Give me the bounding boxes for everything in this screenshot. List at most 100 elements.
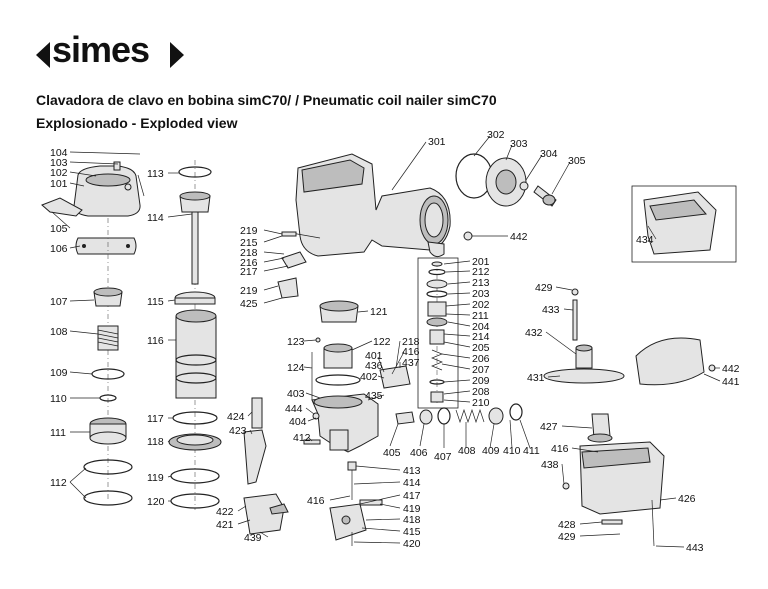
side-cover xyxy=(243,493,289,535)
callout-429-bottom: 429 xyxy=(558,531,576,543)
callout-109: 109 xyxy=(50,367,68,379)
callout-201: 201 xyxy=(472,256,490,268)
callout-209: 209 xyxy=(472,375,490,387)
callout-204: 204 xyxy=(472,321,490,333)
callout-104: 104 xyxy=(50,147,68,159)
callout-120: 120 xyxy=(147,496,165,508)
callout-438: 438 xyxy=(541,459,559,471)
callout-439: 439 xyxy=(244,532,262,544)
spring-408-icon xyxy=(455,408,485,424)
simes-logo xyxy=(36,42,184,68)
page-title: Clavadora de clavo en bobina simC70/ / P… xyxy=(36,92,497,108)
callout-112: 112 xyxy=(50,477,67,489)
callout-211: 211 xyxy=(472,310,489,322)
callout-216: 216 xyxy=(240,257,258,269)
callout-416-right: 416 xyxy=(551,443,569,455)
callout-212: 212 xyxy=(472,266,490,278)
callout-426: 426 xyxy=(678,493,696,505)
callout-219-bottom: 219 xyxy=(240,285,258,297)
spring-108-icon xyxy=(97,329,119,347)
callout-406: 406 xyxy=(410,447,428,459)
callout-206: 206 xyxy=(472,353,490,365)
nose-assembly xyxy=(243,365,411,485)
callout-407: 407 xyxy=(434,451,452,463)
callout-432: 432 xyxy=(525,327,543,339)
callout-419: 419 xyxy=(403,503,421,515)
callout-429-top: 429 xyxy=(535,282,553,294)
callout-422: 422 xyxy=(216,506,234,518)
magazine xyxy=(562,441,665,547)
callout-110: 110 xyxy=(50,393,67,405)
callout-121: 121 xyxy=(370,306,388,318)
callout-303: 303 xyxy=(510,138,528,150)
callout-304: 304 xyxy=(540,148,558,160)
callout-434: 434 xyxy=(636,234,654,246)
callout-122: 122 xyxy=(373,336,391,348)
callout-111: 111 xyxy=(50,427,66,439)
callout-409: 409 xyxy=(482,445,500,457)
callout-416-low: 416 xyxy=(307,495,325,507)
callout-305: 305 xyxy=(568,155,586,167)
callout-433: 433 xyxy=(542,304,560,316)
trigger-parts xyxy=(277,231,321,299)
callout-423: 423 xyxy=(229,425,247,437)
callout-215: 215 xyxy=(240,237,258,249)
callout-208: 208 xyxy=(472,386,490,398)
callout-405: 405 xyxy=(383,447,401,459)
callout-119: 119 xyxy=(147,472,164,484)
callout-218-mid: 218 xyxy=(402,336,420,348)
cylinder-assembly xyxy=(168,160,222,510)
callout-203: 203 xyxy=(472,288,490,300)
callout-118: 118 xyxy=(147,436,164,448)
callout-108: 108 xyxy=(50,326,68,338)
callout-435: 435 xyxy=(365,390,383,402)
callout-404: 404 xyxy=(289,416,307,428)
callout-116: 116 xyxy=(147,335,164,347)
callout-418: 418 xyxy=(403,514,421,526)
callout-219-top: 219 xyxy=(240,225,258,237)
callout-413: 413 xyxy=(403,465,421,477)
callout-443: 443 xyxy=(686,542,704,554)
callout-123: 123 xyxy=(287,336,305,348)
callout-205: 205 xyxy=(472,342,490,354)
callout-202: 202 xyxy=(472,299,490,311)
callout-431: 431 xyxy=(527,372,545,384)
callout-113: 113 xyxy=(147,168,164,180)
callout-428: 428 xyxy=(558,519,576,531)
inset-434 xyxy=(631,185,737,263)
logo-right-arrow-icon xyxy=(170,42,184,68)
page-subtitle: Explosionado - Exploded view xyxy=(36,115,238,131)
callout-403: 403 xyxy=(287,388,305,400)
callout-301: 301 xyxy=(428,136,446,148)
logo-wordmark: simes xyxy=(52,29,150,70)
callout-114: 114 xyxy=(147,212,164,224)
callout-214: 214 xyxy=(472,331,490,343)
callout-124: 124 xyxy=(287,362,305,374)
cap-assembly xyxy=(41,161,145,506)
callout-101: 101 xyxy=(50,178,68,190)
callout-218-top: 218 xyxy=(240,247,258,259)
callout-410: 410 xyxy=(503,445,521,457)
callout-115: 115 xyxy=(147,296,164,308)
spring-207-icon xyxy=(431,349,443,371)
body-housing xyxy=(295,153,473,258)
callout-412: 412 xyxy=(293,432,311,444)
callout-425: 425 xyxy=(240,298,258,310)
callout-103: 103 xyxy=(50,157,68,169)
callout-207: 207 xyxy=(472,364,490,376)
valve-stack xyxy=(417,257,459,409)
callout-420: 420 xyxy=(403,538,421,550)
callout-424: 424 xyxy=(227,411,245,423)
callout-408: 408 xyxy=(458,445,476,457)
logo-left-arrow-icon xyxy=(36,42,50,68)
callout-437: 437 xyxy=(402,357,420,369)
valve-parts-center xyxy=(311,300,361,400)
callout-442-top: 442 xyxy=(510,231,528,243)
callout-416-mid: 416 xyxy=(402,346,420,358)
callout-labels: 104 103 102 101 105 106 107 108 109 110 … xyxy=(50,129,740,554)
callout-213: 213 xyxy=(472,277,490,289)
callout-102: 102 xyxy=(50,167,68,179)
callout-402: 402 xyxy=(360,371,378,383)
callout-441: 441 xyxy=(722,376,740,388)
